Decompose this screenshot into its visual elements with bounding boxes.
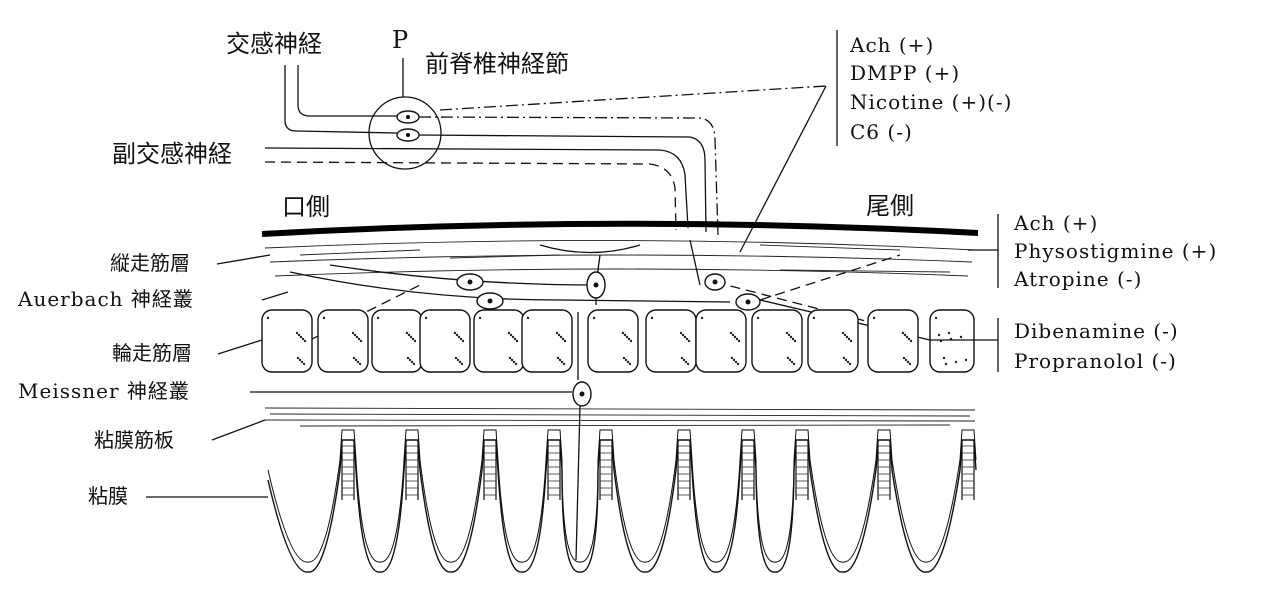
longitudinal-muscle-leader [216,254,271,265]
circular-muscle-block [317,309,369,373]
circular-muscle-block [807,309,859,373]
sympathetic-nerve-label: 交感神経 [226,30,322,58]
circular-muscle-block [521,309,573,373]
meissner-fiber-to-mucosa [575,405,581,561]
circular-muscle-block [587,309,639,373]
prevertebral-ganglion-label: 前脊椎神経節 [425,50,569,78]
mucosa-layer [267,429,977,573]
auerbach-plexus-label: Auerbach 神経叢 [17,287,194,311]
postganglionic-fiber-1 [418,116,719,236]
muscularis-mucosae-leader [211,419,266,441]
longitudinal-muscle-layer [264,240,976,277]
parasympathetic-fiber-2 [264,161,677,231]
p-marker-label: P [392,26,408,54]
longitudinal-drug-2: Physostigmine (+) [1014,239,1217,263]
muscularis-mucosae-layer [264,407,976,427]
mucosa-label: 粘膜 [88,484,128,508]
auerbach-plexus [289,239,931,341]
serosa-line [261,220,979,237]
parasympathetic-fiber-1 [264,147,689,229]
circular-muscle-block [751,309,803,373]
sympathetic-fiber-2 [284,65,398,134]
ganglion-drug-3: Nicotine (+)(-) [850,90,1012,114]
circular-muscle-block [419,309,471,373]
caudal-side-label: 尾側 [866,192,914,220]
mucosa-inner-outline [267,429,977,563]
meissner-plexus-label: Meissner 神経叢 [18,379,190,403]
circular-muscle-block [867,309,919,373]
circular-muscle-block [929,309,975,373]
postganglionic-fiber-2 [418,134,707,233]
longitudinal-drug-1: Ach (+) [1013,211,1098,235]
parasympathetic-nerve-label: 副交感神経 [112,140,232,168]
circular-muscle-block [261,309,313,373]
circular-muscle-layer [261,309,975,373]
ganglion-drug-4: C6 (-) [850,120,913,144]
longitudinal-muscle-label: 縦走筋層 [110,251,190,275]
circular-muscle-block [695,309,747,373]
oral-side-label: 口側 [282,193,330,221]
sympathetic-fiber-1 [297,65,397,117]
ganglion-drug-leader [439,85,827,111]
ganglion-drug-1: Ach (+) [849,33,934,57]
circular-drug-1: Dibenamine (-) [1014,319,1179,343]
mucosa-outline [267,439,977,573]
longitudinal-drug-3: Atropine (-) [1013,267,1142,291]
circular-muscle-leader [217,339,263,355]
circular-drug-2: Propranolol (-) [1014,349,1177,373]
circular-muscle-label: 輪走筋層 [112,341,192,365]
ganglion-drug-2: DMPP (+) [850,61,960,85]
auerbach-leader [261,291,289,301]
muscularis-mucosae-label: 粘膜筋板 [94,428,174,452]
